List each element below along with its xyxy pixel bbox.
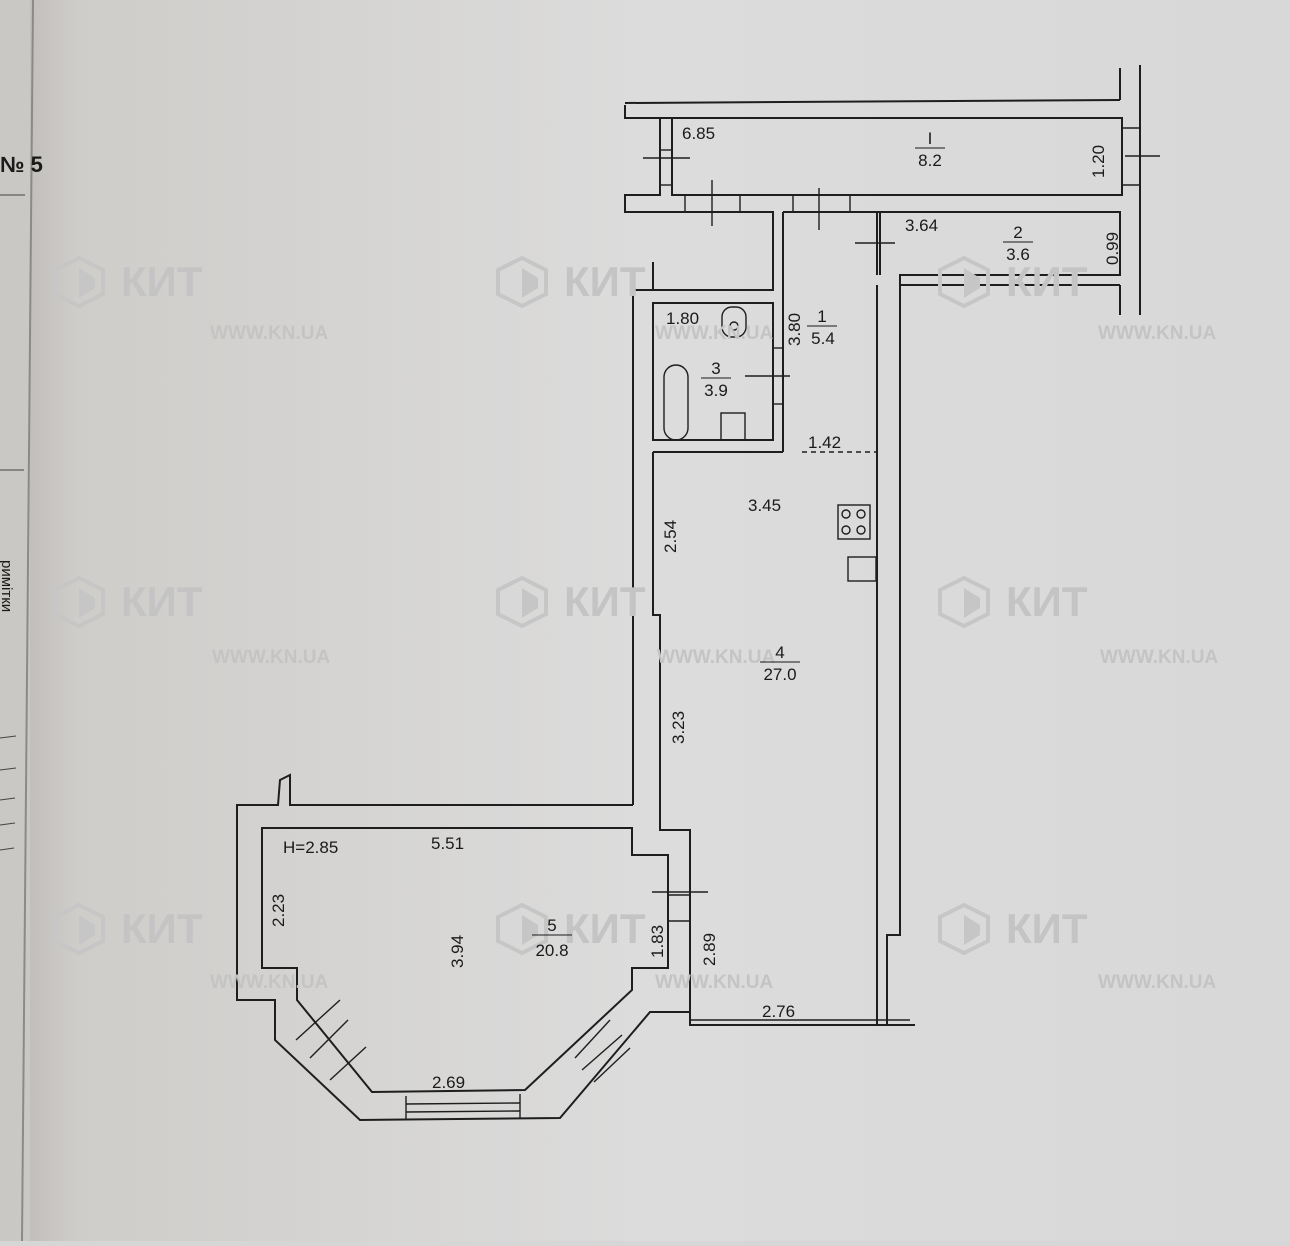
watermark-brand: КИТ bbox=[564, 905, 646, 952]
dimension: 2.54 bbox=[661, 520, 680, 553]
watermark-url: WWW.KN.UA bbox=[655, 323, 773, 344]
stove-icon bbox=[837, 504, 871, 540]
kitchen-sink-icon bbox=[847, 556, 877, 582]
dimension: 2.89 bbox=[700, 933, 719, 966]
dimension: 3.23 bbox=[669, 711, 688, 744]
watermark-brand: КИТ bbox=[564, 258, 646, 305]
notes-label: римітки bbox=[0, 560, 15, 612]
walls bbox=[236, 65, 1160, 1122]
toilet-icon bbox=[721, 306, 747, 338]
dimension: 3.45 bbox=[748, 496, 781, 515]
bay-windows bbox=[295, 999, 631, 1120]
room-area: 8.2 bbox=[918, 151, 942, 170]
dimension: 1.80 bbox=[666, 309, 699, 328]
bathtub-icon bbox=[663, 364, 689, 441]
ceiling-height: H=2.85 bbox=[283, 838, 338, 857]
watermarks: КИТ КИТ КИТ КИТ КИТ КИТ КИТ КИТ КИТ WWW.… bbox=[53, 255, 1218, 993]
dimension: 1.20 bbox=[1089, 145, 1108, 178]
watermark-url: WWW.KN.UA bbox=[210, 323, 328, 344]
watermark-brand: КИТ bbox=[564, 578, 646, 625]
watermark-brand: КИТ bbox=[1006, 578, 1088, 625]
watermark-url: WWW.KN.UA bbox=[655, 972, 773, 993]
watermark-url: WWW.KN.UA bbox=[1098, 323, 1216, 344]
room-number: 1 bbox=[817, 307, 826, 326]
watermark-brand: КИТ bbox=[121, 905, 203, 952]
dimension: 1.42 bbox=[808, 433, 841, 452]
watermark-brand: КИТ bbox=[121, 578, 203, 625]
watermark-brand: КИТ bbox=[1006, 905, 1088, 952]
sink-icon bbox=[720, 412, 746, 441]
watermark-url: WWW.KN.UA bbox=[657, 647, 775, 668]
room-area: 20.8 bbox=[535, 941, 568, 960]
watermark-url: WWW.KN.UA bbox=[1100, 647, 1218, 668]
dimension: 3.94 bbox=[448, 935, 467, 968]
watermark-url: WWW.KN.UA bbox=[1098, 972, 1216, 993]
dimension: 2.23 bbox=[269, 894, 288, 927]
dimension: 2.69 bbox=[432, 1073, 465, 1092]
room-area: 3.9 bbox=[704, 381, 728, 400]
room-area: 5.4 bbox=[811, 329, 835, 348]
room-area: 3.6 bbox=[1006, 245, 1030, 264]
room-area: 27.0 bbox=[763, 665, 796, 684]
dimension: 3.80 bbox=[785, 313, 804, 346]
room-number: 2 bbox=[1013, 223, 1022, 242]
dimension: 2.76 bbox=[762, 1002, 795, 1021]
dimension: 6.85 bbox=[682, 124, 715, 143]
watermark-brand: КИТ bbox=[121, 258, 203, 305]
dimension: 5.51 bbox=[431, 834, 464, 853]
dimension: 1.83 bbox=[648, 925, 667, 958]
room-number: 3 bbox=[711, 359, 720, 378]
watermark-url: WWW.KN.UA bbox=[212, 647, 330, 668]
room-number: 5 bbox=[547, 916, 556, 935]
dimension: 0.99 bbox=[1103, 232, 1122, 265]
room-number: 4 bbox=[775, 643, 784, 662]
dimension-labels: 6.85 1.20 3.64 0.99 1.80 3.80 1.42 3.45 … bbox=[269, 124, 1122, 1092]
watermark-brand: КИТ bbox=[1006, 258, 1088, 305]
adjacent-page-edge: № 5 римітки bbox=[0, 0, 43, 1242]
room-number: I bbox=[928, 129, 933, 148]
sheet-number: № 5 bbox=[0, 152, 43, 177]
watermark-url: WWW.KN.UA bbox=[210, 972, 328, 993]
dimension: 3.64 bbox=[905, 216, 938, 235]
room-labels: I 8.2 2 3.6 1 5.4 3 3.9 4 27.0 5 20.8 bbox=[532, 129, 1033, 960]
